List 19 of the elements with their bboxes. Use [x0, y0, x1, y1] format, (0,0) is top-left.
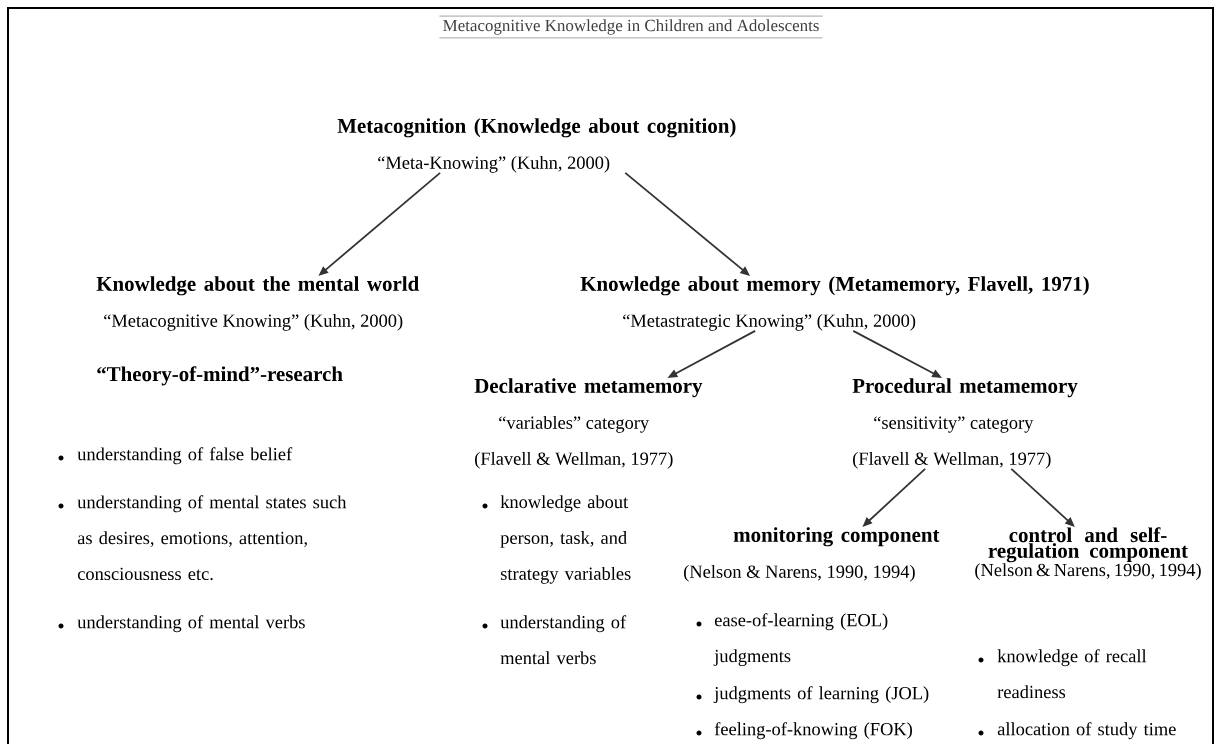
arrow: [624, 172, 750, 276]
heading-text: control and self-regulation component (Nelson & Narens, 1990, 1994): [975, 527, 1201, 580]
heading-text: Metacognition (Knowledge about cognition) “Meta-Knowing” (Kuhn, 2000): [337, 118, 736, 173]
arrow: [1010, 467, 1075, 527]
heading-text: Knowledge about the mental world “Metacognitive Knowing” (Kuhn, 2000): [96, 276, 419, 331]
bullet-item: understanding of mental verbs: [58, 615, 305, 633]
heading-text: Declarative metamemory “variables” category (Flavell & Wellman, 1977): [474, 378, 703, 469]
heading-text: Procedural metamemory “sensitivity” category (Flavell & Wellman, 1977): [852, 378, 1078, 469]
heading-text: Knowledge about memory (Metamemory, Flavell, 1971) “Metastrategic Knowing” (Kuhn, 2000): [580, 276, 1089, 331]
bullet-item: understanding of mental verbs: [482, 615, 627, 665]
heading-text: “Theory-of-mind”-research: [97, 366, 343, 386]
bullet-item: understanding of false belief: [58, 447, 293, 465]
bullet-item: feeling-of-knowing (FOK): [696, 722, 912, 740]
bullet-item: understanding of mental states such as desires, emotions, attention, consciousness etc.: [58, 495, 347, 581]
heading-text: monitoring component (Nelson & Narens, 1990, 1994): [684, 527, 940, 582]
title: Metacognitive Knowledge in Children and Adolescents: [443, 19, 819, 35]
bullet-item: knowledge about person, task, and strategy variables: [482, 495, 631, 584]
bullet-item: allocation of study time: [978, 722, 1176, 740]
bullet-item: judgments of learning (JOL): [696, 686, 929, 704]
